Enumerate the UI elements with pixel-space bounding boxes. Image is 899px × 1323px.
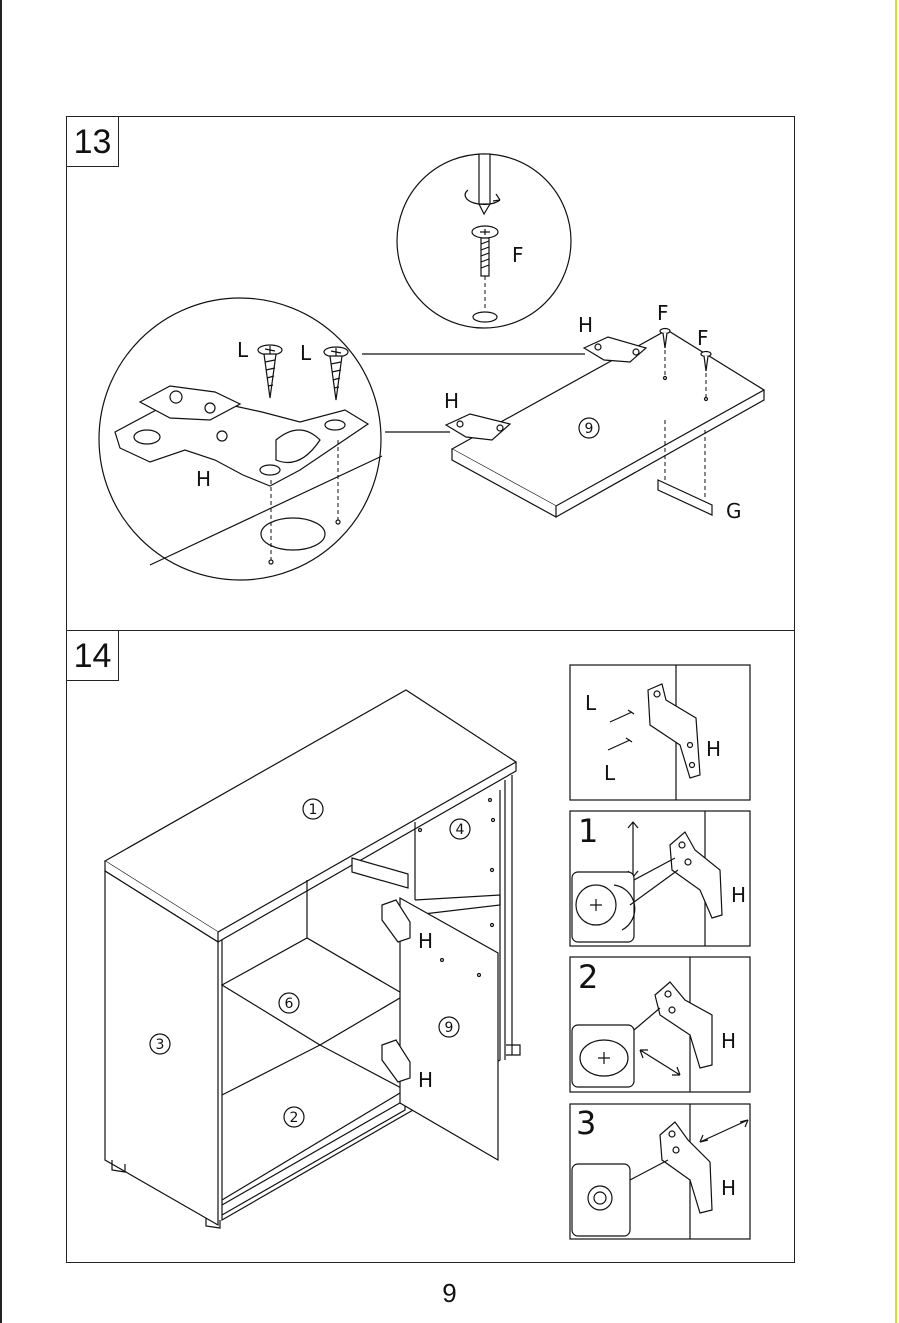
- label-h-adjust-1: H: [731, 883, 746, 907]
- label-l-box-upper: L: [585, 691, 597, 715]
- label-h-lower: H: [444, 389, 459, 413]
- label-h-upper-hinge: H: [418, 929, 433, 953]
- label-l-right: L: [300, 341, 312, 365]
- screw-detail-circle: [397, 154, 571, 328]
- label-h-lower-hinge: H: [418, 1068, 433, 1092]
- page-number: 9: [0, 1278, 899, 1309]
- label-l-box-lower: L: [604, 761, 616, 785]
- part-1-badge: 1: [309, 802, 318, 818]
- cabinet-assembly: [105, 690, 520, 1228]
- part-3-badge: 3: [156, 1037, 165, 1053]
- door-panel-9: [446, 329, 764, 518]
- hinge-mount-detail-box: [570, 665, 750, 800]
- label-g-handle: G: [726, 499, 742, 523]
- part-4-badge: 4: [456, 822, 465, 838]
- adjust-step-3: 3: [576, 1104, 596, 1142]
- adjust-step-1: 1: [578, 812, 598, 850]
- adjust-3-box: [570, 1104, 750, 1239]
- label-f-right: F: [697, 326, 709, 350]
- label-h-adjust-3: H: [721, 1176, 736, 1200]
- adjust-step-2: 2: [578, 958, 598, 996]
- part-9-badge-step14: 9: [445, 1020, 454, 1036]
- label-f-left: F: [657, 301, 669, 325]
- label-h-box: H: [706, 737, 721, 761]
- label-h-upper: H: [578, 313, 593, 337]
- part-6-badge: 6: [285, 996, 294, 1012]
- label-h-adjust-2: H: [721, 1029, 736, 1053]
- part-2-badge: 2: [290, 1110, 299, 1126]
- part-9-badge-step13: 9: [585, 421, 594, 437]
- label-l-left: L: [237, 338, 249, 362]
- label-f-detail: F: [512, 243, 524, 267]
- label-h-detail: H: [196, 467, 211, 491]
